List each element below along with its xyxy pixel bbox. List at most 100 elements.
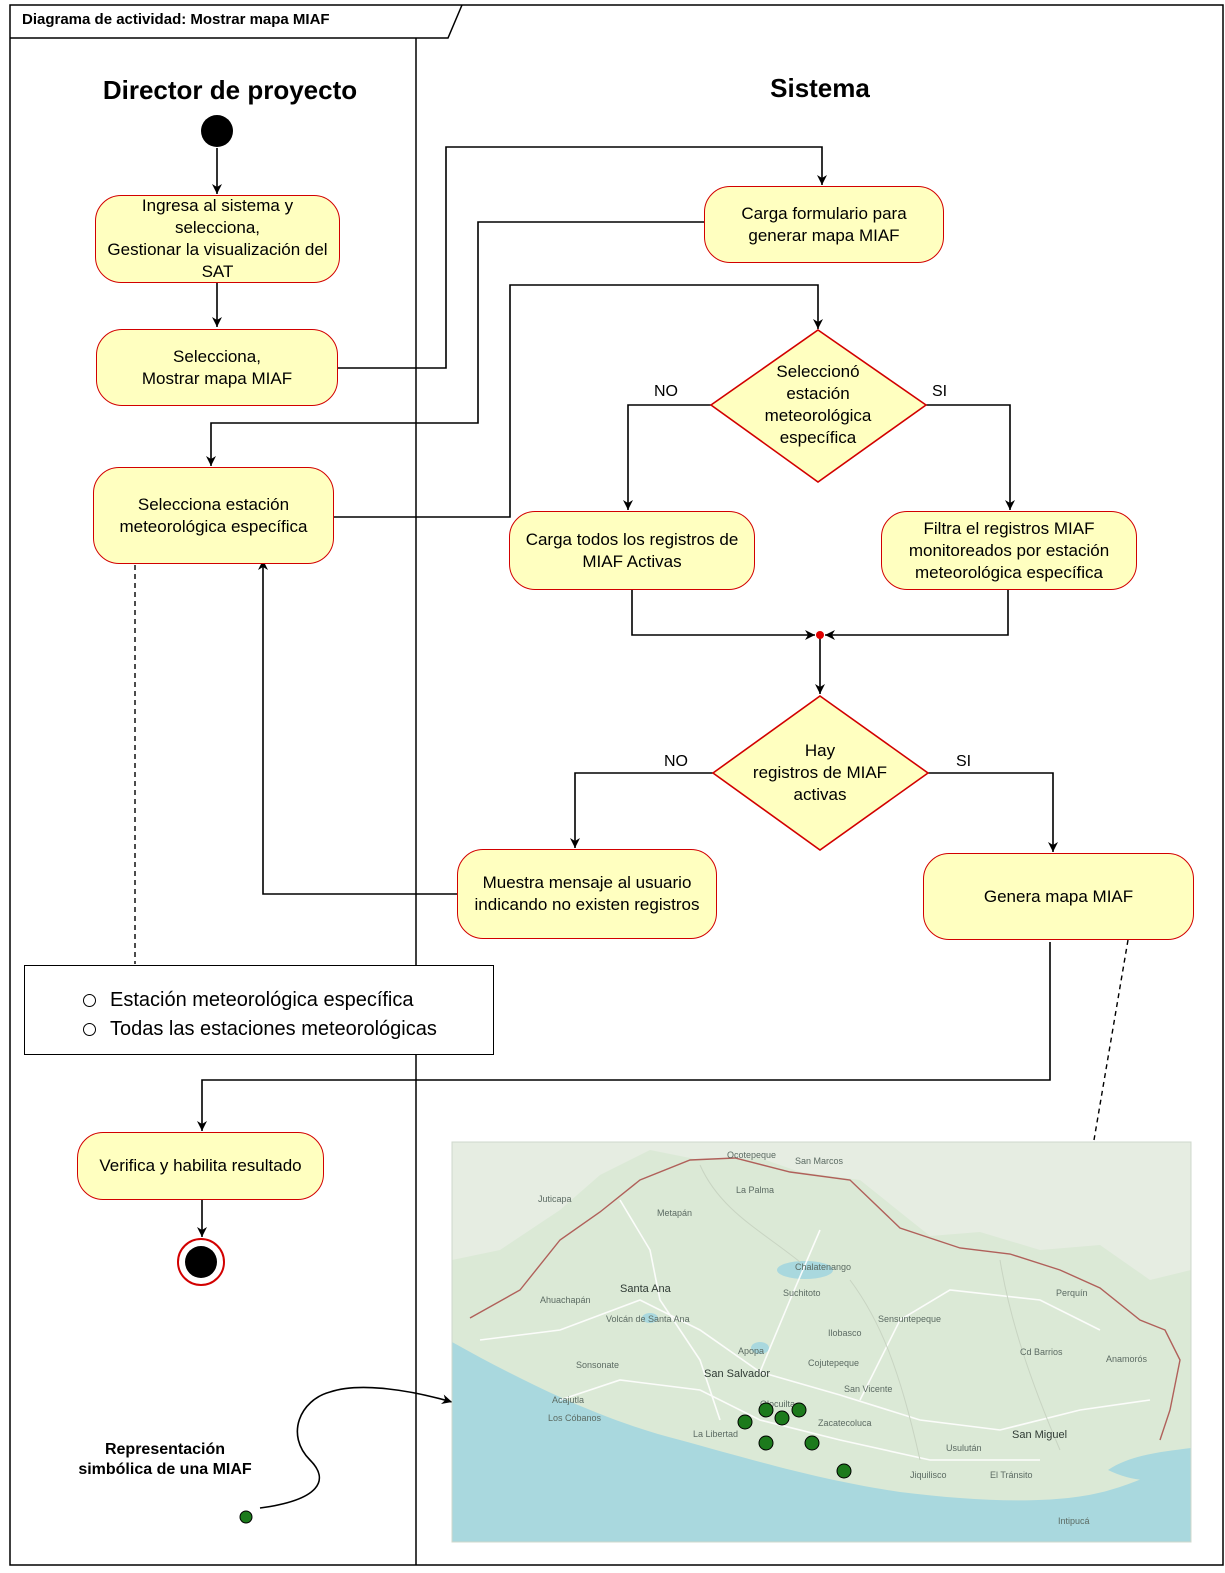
map-place-label: Chalatenango — [795, 1262, 851, 1272]
map-place-label: Santa Ana — [620, 1283, 672, 1295]
flow-genera-mapa-to-verifica — [197, 942, 1051, 1131]
miaf-point — [758, 1435, 774, 1451]
final-node — [185, 1246, 217, 1278]
frame-title-tab — [10, 4, 463, 39]
map-place-label: Sonsonate — [576, 1360, 619, 1370]
flow-selecciona-estacion-to-decision1 — [334, 284, 823, 518]
decision-2-label: Hay registros de MIAF activas — [752, 741, 888, 804]
option-label: Estación meteorológica específica — [110, 989, 414, 1011]
map-place-label: Sensuntepeque — [878, 1314, 941, 1324]
option-label: Todas las estaciones meteorológicas — [110, 1018, 437, 1040]
map-place-label: San Vicente — [844, 1384, 892, 1394]
flow-filtra-to-merge — [825, 590, 1009, 640]
options-note: Estación meteorológica específica Todas … — [24, 965, 494, 1055]
map-place-label: Suchitoto — [783, 1288, 821, 1298]
map-place-label: Volcán de Santa Ana — [606, 1314, 690, 1324]
map-place-label: Usulután — [946, 1443, 982, 1453]
activity-ingresa-sistema: Ingresa al sistema y selecciona, Gestion… — [95, 195, 340, 283]
map-rivers — [699, 1164, 1061, 1461]
map-neighbor-region — [452, 1142, 1191, 1280]
radio-icon — [83, 1023, 96, 1036]
guard-d1-no: NO — [654, 383, 678, 400]
map-place-label: Acajutla — [552, 1395, 584, 1405]
map-place-label: Metapán — [657, 1208, 692, 1218]
map-place-label: Anamorós — [1106, 1354, 1148, 1364]
map-place-label: Apopa — [738, 1346, 764, 1356]
map-roads — [479, 1199, 1151, 1461]
map-place-label: San Miguel — [1012, 1429, 1067, 1441]
map-lake-cerron-grande — [777, 1261, 833, 1279]
miaf-points — [737, 1402, 852, 1479]
map-place-label: San Salvador — [704, 1368, 770, 1380]
diagram-frame — [9, 4, 1224, 1566]
map-place-label: La Libertad — [693, 1429, 738, 1439]
flow-selecciona-to-carga-formulario — [338, 146, 827, 369]
lane-title-sistema: Sistema — [770, 73, 870, 103]
activity-filtra-registros: Filtra el registros MIAF monitoreados po… — [881, 511, 1137, 590]
activity-verifica-resultado: Verifica y habilita resultado — [77, 1132, 324, 1200]
miaf-point — [791, 1402, 807, 1418]
map-place-label: Ilobasco — [828, 1328, 862, 1338]
miaf-point — [758, 1402, 774, 1418]
map-place-label: Ahuachapán — [540, 1295, 591, 1305]
guard-d2-si: SI — [956, 753, 972, 770]
radio-icon — [83, 994, 96, 1007]
flow-mensaje-to-selecciona-estacion — [258, 560, 457, 895]
map-lake-ilopango — [751, 1342, 769, 1354]
decision-1-label: Seleccionó estación meteorológica especí… — [764, 362, 872, 447]
map-place-label: Ocotepeque — [727, 1150, 776, 1160]
miaf-point — [737, 1414, 753, 1430]
flow-carga-todos-to-merge — [631, 590, 815, 640]
guard-d2-no: NO — [664, 753, 688, 770]
flow-decision2-no — [570, 772, 713, 848]
map-place-label: Cojutepeque — [808, 1358, 859, 1368]
map-gulf — [1108, 1448, 1191, 1481]
map-place-label: Juticapa — [538, 1194, 572, 1204]
map-place-label: La Palma — [736, 1185, 774, 1195]
map-place-label: Olocuilta — [760, 1399, 795, 1409]
miaf-point — [774, 1410, 790, 1426]
activity-selecciona-estacion: Selecciona estación meteorológica especí… — [93, 467, 334, 564]
control-flows — [197, 146, 1058, 1509]
option-estacion-especifica: Estación meteorológica específica — [83, 986, 493, 1015]
frame-title: Diagrama de actividad: Mostrar mapa MIAF — [22, 11, 330, 28]
merge-node — [816, 631, 824, 639]
map-border — [451, 1141, 1192, 1543]
flow-carga-formulario-to-selecciona-estacion — [206, 221, 704, 466]
option-todas-estaciones: Todas las estaciones meteorológicas — [83, 1015, 493, 1044]
activity-carga-todos-registros: Carga todos los registros de MIAF Activa… — [509, 511, 755, 590]
lane-title-director: Director de proyecto — [102, 75, 358, 105]
map-place-label: Jiquilisco — [910, 1470, 947, 1480]
decision-diamond-1 — [709, 329, 928, 483]
map-lake-coatepeque — [642, 1313, 658, 1323]
miaf-legend-label: Representación simbólica de una MIAF — [78, 1441, 252, 1478]
map-place-label: San Marcos — [795, 1156, 844, 1166]
map-place-label: Cd Barrios — [1020, 1347, 1063, 1357]
activity-selecciona-mostrar-mapa: Selecciona, Mostrar mapa MIAF — [96, 329, 338, 406]
activity-genera-mapa: Genera mapa MIAF — [923, 853, 1194, 940]
map-sea — [452, 1342, 1191, 1542]
flow-decision1-si — [926, 404, 1015, 510]
map-place-label: Perquín — [1056, 1288, 1088, 1298]
activity-muestra-mensaje: Muestra mensaje al usuario indicando no … — [457, 849, 717, 939]
guard-d1-si: SI — [932, 383, 948, 400]
miaf-point — [836, 1463, 852, 1479]
activity-carga-formulario: Carga formulario para generar mapa MIAF — [704, 186, 944, 263]
note-anchors — [134, 565, 1129, 1141]
miaf-point — [804, 1435, 820, 1451]
note-anchor-map — [1093, 939, 1129, 1141]
map-place-label: Intipucá — [1058, 1516, 1090, 1526]
map-place-label: Zacatecoluca — [818, 1418, 872, 1428]
flow-decision1-no — [623, 404, 711, 510]
flow-legend-pointer — [259, 1386, 453, 1509]
initial-node — [201, 115, 233, 147]
map-country-border — [469, 1157, 1181, 1441]
miaf-legend-marker — [239, 1510, 253, 1524]
map-place-label: Los Cóbanos — [548, 1413, 602, 1423]
map-place-label: El Tránsito — [990, 1470, 1033, 1480]
flow-decision2-si — [928, 772, 1058, 852]
